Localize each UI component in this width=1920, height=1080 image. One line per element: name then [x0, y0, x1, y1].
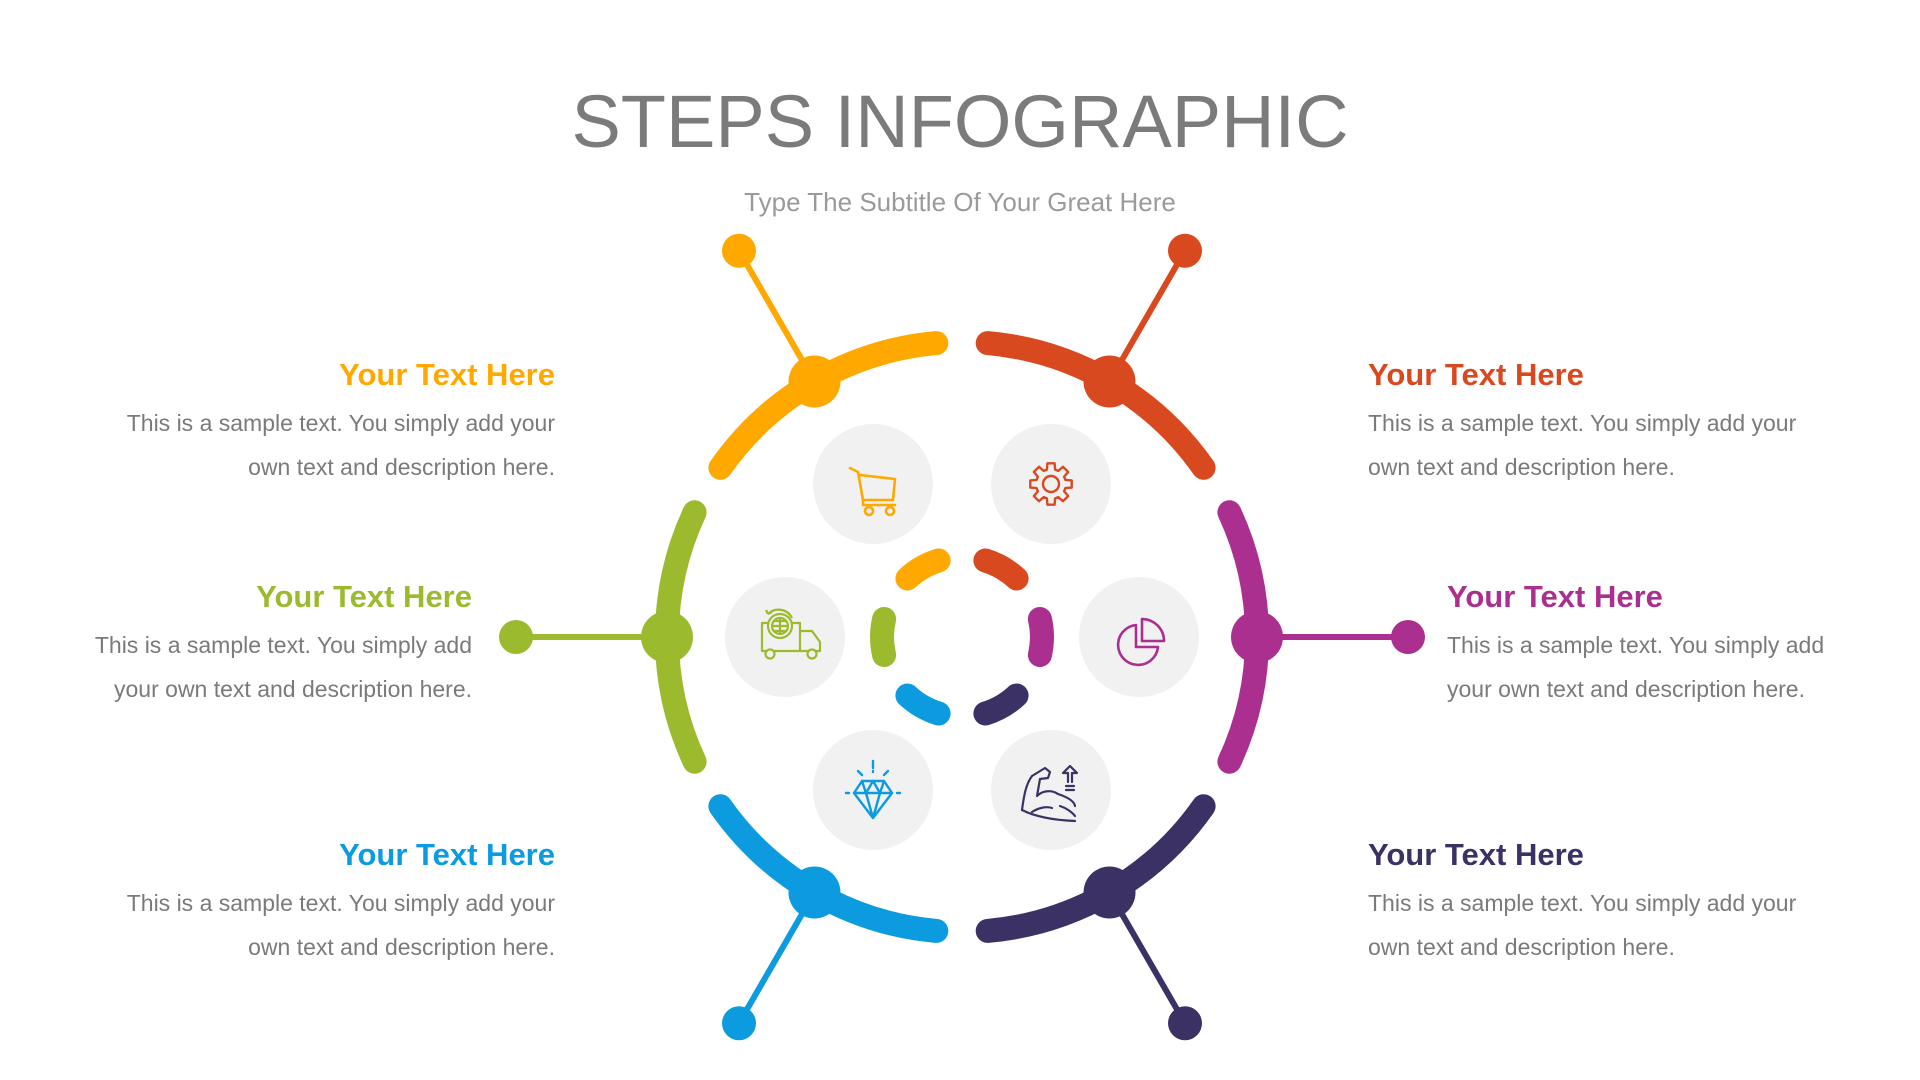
step-purple-arc	[1027, 500, 1425, 774]
step-navy-arc	[973, 683, 1216, 1041]
inner-dash	[973, 683, 1029, 726]
step-heading: Your Text Here	[1368, 837, 1584, 872]
knot-node	[1231, 611, 1283, 663]
step-red-arc	[973, 233, 1216, 591]
shopping-cart-icon	[848, 466, 897, 517]
step-green-text: Your Text Here This is a sample text. Yo…	[0, 577, 472, 711]
step-green-arc	[499, 500, 897, 774]
step-blue-text: Your Text Here This is a sample text. Yo…	[75, 835, 555, 969]
step-blue-arc	[708, 683, 951, 1041]
step-navy-text: Your Text Here This is a sample text. Yo…	[1368, 835, 1848, 969]
strong-arm-icon	[1020, 764, 1079, 823]
diamond-icon	[844, 759, 902, 820]
knot-node	[788, 866, 841, 919]
step-description: This is a sample text. You simply add yo…	[1368, 410, 1797, 480]
knot-node	[1083, 866, 1136, 919]
inner-dash	[973, 548, 1029, 591]
inner-dash	[1027, 607, 1054, 667]
icon-circle-truck	[725, 577, 845, 697]
step-description: This is a sample text. You simply add yo…	[126, 890, 555, 960]
end-dot	[722, 1006, 756, 1041]
step-red-text: Your Text Here This is a sample text. Yo…	[1368, 355, 1848, 489]
step-orange-arc	[708, 233, 951, 591]
page-subtitle: Type The Subtitle Of Your Great Here	[744, 187, 1176, 217]
icon-circle-gear	[991, 424, 1111, 544]
icon-circle-muscle	[991, 730, 1111, 850]
end-dot	[499, 620, 533, 654]
gear-icon	[1029, 462, 1073, 506]
step-description: This is a sample text. You simply add yo…	[1368, 890, 1797, 960]
page-title: STEPS INFOGRAPHIC	[571, 80, 1349, 163]
pie-chart-icon	[1116, 617, 1166, 667]
end-dot	[1168, 1006, 1202, 1041]
inner-dash	[895, 683, 951, 726]
delivery-truck-globe-icon	[760, 608, 822, 660]
inner-dash	[870, 607, 897, 667]
step-heading: Your Text Here	[339, 837, 555, 872]
knot-node	[641, 611, 693, 663]
end-dot	[1168, 233, 1202, 268]
end-dot	[1391, 620, 1425, 654]
knot-node	[1083, 355, 1136, 408]
step-orange-text: Your Text Here This is a sample text. Yo…	[75, 355, 555, 489]
step-description: This is a sample text. You simply add yo…	[126, 410, 555, 480]
step-heading: Your Text Here	[1368, 357, 1584, 392]
icon-circle-cart	[813, 424, 933, 544]
step-heading: Your Text Here	[1447, 579, 1663, 614]
step-purple-text: Your Text Here This is a sample text. Yo…	[1447, 577, 1920, 711]
knot-node	[788, 355, 841, 408]
inner-dash	[895, 548, 951, 591]
step-heading: Your Text Here	[339, 357, 555, 392]
icon-circle-diamond	[813, 730, 933, 850]
step-heading: Your Text Here	[256, 579, 472, 614]
end-dot	[722, 233, 756, 268]
icon-circle-pie	[1079, 577, 1199, 697]
